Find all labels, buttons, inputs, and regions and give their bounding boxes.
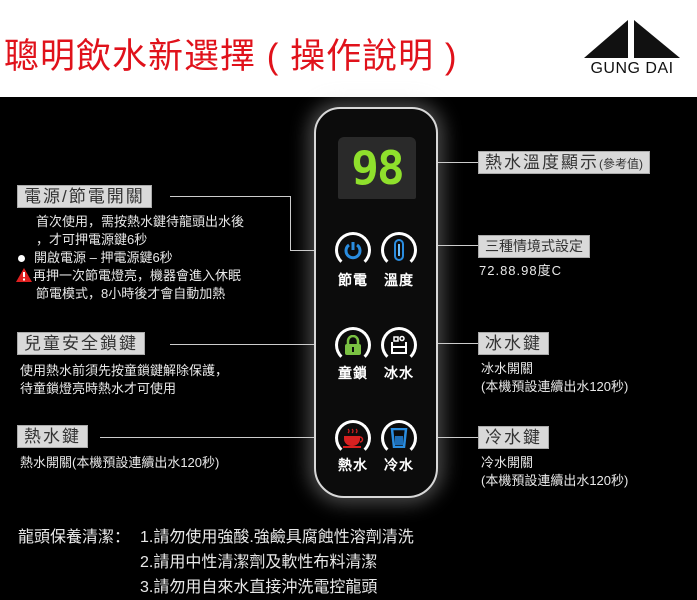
power-save-label: 節電 <box>338 272 368 288</box>
cold-water-desc: (本機預設連續出水120秒) <box>481 473 629 488</box>
temp-display-note: (參考值) <box>599 157 643 171</box>
hot-water-label: 熱水鍵 <box>17 425 88 448</box>
ice-water-button-label: 冰水 <box>384 365 414 381</box>
child-lock-desc: 使用熱水前須先按童鎖鍵解除保護， <box>20 363 229 378</box>
modes-desc: 72.88.98度C <box>479 263 562 278</box>
power-desc: ，才可押電源鍵6秒 <box>36 232 148 247</box>
ice-water-button[interactable] <box>381 327 417 363</box>
logo-text: GUNG DAI <box>590 60 674 77</box>
ice-water-desc: (本機預設連續出水120秒) <box>481 379 629 394</box>
water-cup-icon <box>390 428 408 448</box>
child-lock-button-label: 童鎖 <box>338 365 368 381</box>
ice-cup-icon <box>391 335 407 354</box>
power-desc: 節電模式，8小時後才會自動加熱 <box>36 286 226 301</box>
thermometer-icon <box>394 239 404 261</box>
care-item: 3.請勿用自來水直接沖洗電控龍頭 <box>140 579 378 596</box>
hot-water-desc: 熱水開關(本機預設連續出水120秒) <box>20 455 220 470</box>
power-icon <box>344 242 362 260</box>
care-item: 2.請用中性清潔劑及軟性布料清潔 <box>140 554 378 571</box>
control-panel: 98 節電 溫度 童鎖 冰水 熱水 冷水 <box>314 107 438 498</box>
temp-display-label: 熱水溫度顯示(參考值) <box>478 151 650 174</box>
connector-line <box>290 196 291 250</box>
care-label: 龍頭保養清潔： <box>18 529 131 546</box>
connector-line <box>170 196 291 197</box>
page-title: 聰明飲水新選擇 ( 操作說明 ) <box>4 37 458 76</box>
temp-display-label-text: 熱水溫度顯示 <box>485 153 599 172</box>
hot-water-button[interactable] <box>335 420 371 456</box>
bullet-icon <box>18 255 25 262</box>
temperature-display: 98 <box>338 137 416 199</box>
connector-line <box>430 245 478 246</box>
temperature-button[interactable] <box>381 232 417 268</box>
ice-water-desc: 冰水開關 <box>481 361 534 376</box>
modes-label: 三種情境式設定 <box>478 235 590 258</box>
power-save-button[interactable] <box>335 232 371 268</box>
hot-water-button-label: 熱水 <box>338 457 368 473</box>
hot-cup-icon <box>343 428 364 448</box>
power-desc: 開啟電源 – 押電源鍵6秒 <box>34 250 173 265</box>
warning-icon <box>16 268 32 282</box>
power-desc: 首次使用，需按熱水鍵待龍頭出水後 <box>36 214 245 229</box>
temperature-label: 溫度 <box>384 272 414 288</box>
cold-water-button[interactable] <box>381 420 417 456</box>
connector-line <box>430 437 478 438</box>
power-label: 電源/節電開關 <box>17 185 152 208</box>
child-lock-label: 兒童安全鎖鍵 <box>17 332 145 355</box>
connector-line <box>428 162 478 163</box>
child-lock-desc: 待童鎖燈亮時熱水才可使用 <box>20 381 177 396</box>
care-item: 1.請勿使用強酸.強鹼具腐蝕性溶劑清洗 <box>140 529 414 546</box>
connector-line <box>100 437 320 438</box>
brand-logo: GUNG DAI <box>582 18 682 80</box>
logo-triangle-icon <box>584 20 680 58</box>
connector-line <box>430 343 478 344</box>
cold-water-label: 冷水鍵 <box>478 426 549 449</box>
lock-icon <box>345 335 361 355</box>
cold-water-desc: 冷水開關 <box>481 455 534 470</box>
child-lock-button[interactable] <box>335 327 371 363</box>
power-desc: 再押一次節電燈亮，機器會進入休眠 <box>33 268 242 283</box>
cold-water-button-label: 冷水 <box>384 457 414 473</box>
connector-line <box>170 344 320 345</box>
ice-water-label: 冰水鍵 <box>478 332 549 355</box>
connector-line <box>290 250 322 251</box>
